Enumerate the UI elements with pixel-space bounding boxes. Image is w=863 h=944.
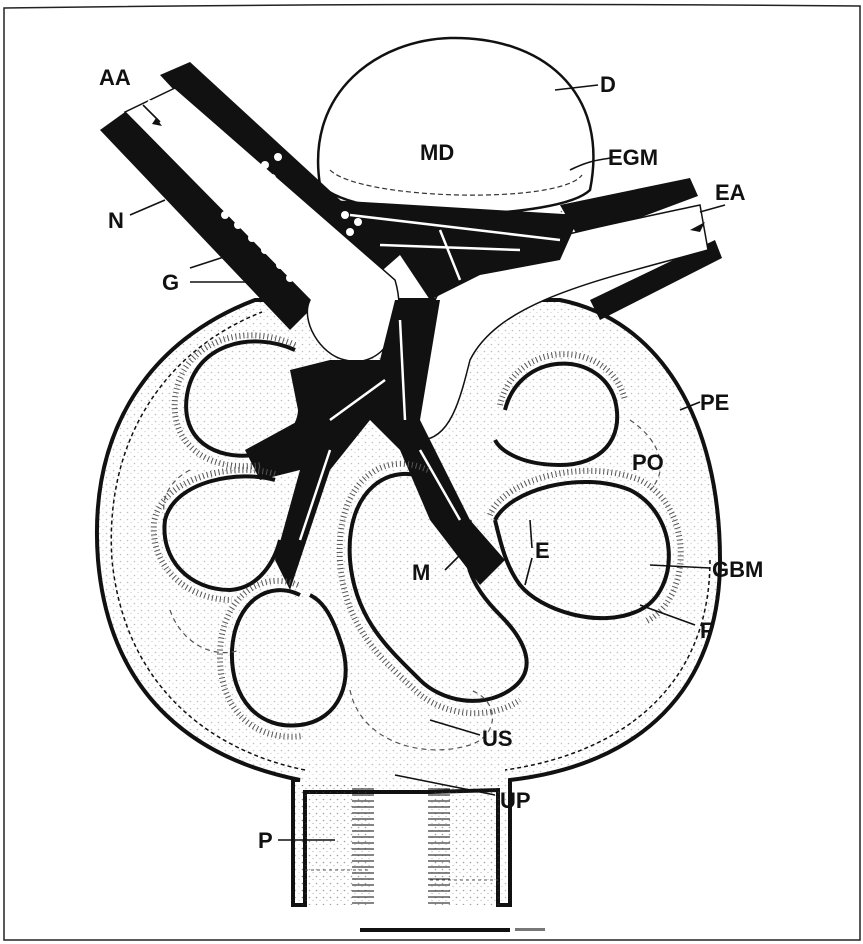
label-g: G — [162, 270, 179, 295]
label-p: P — [258, 828, 273, 853]
label-m: M — [412, 560, 430, 585]
label-d: D — [600, 72, 616, 97]
label-aa: AA — [99, 65, 131, 90]
label-ea: EA — [715, 180, 746, 205]
label-gbm: GBM — [712, 557, 763, 582]
label-up: UP — [500, 788, 531, 813]
label-e: E — [535, 538, 550, 563]
label-po: PO — [632, 450, 664, 475]
proximal-tubule — [300, 785, 500, 905]
label-pe: PE — [700, 390, 729, 415]
scale-bar — [360, 928, 545, 932]
label-md: MD — [420, 140, 454, 165]
label-us: US — [482, 726, 513, 751]
label-n: N — [108, 208, 124, 233]
label-f: F — [700, 618, 713, 643]
label-egm: EGM — [608, 145, 658, 170]
